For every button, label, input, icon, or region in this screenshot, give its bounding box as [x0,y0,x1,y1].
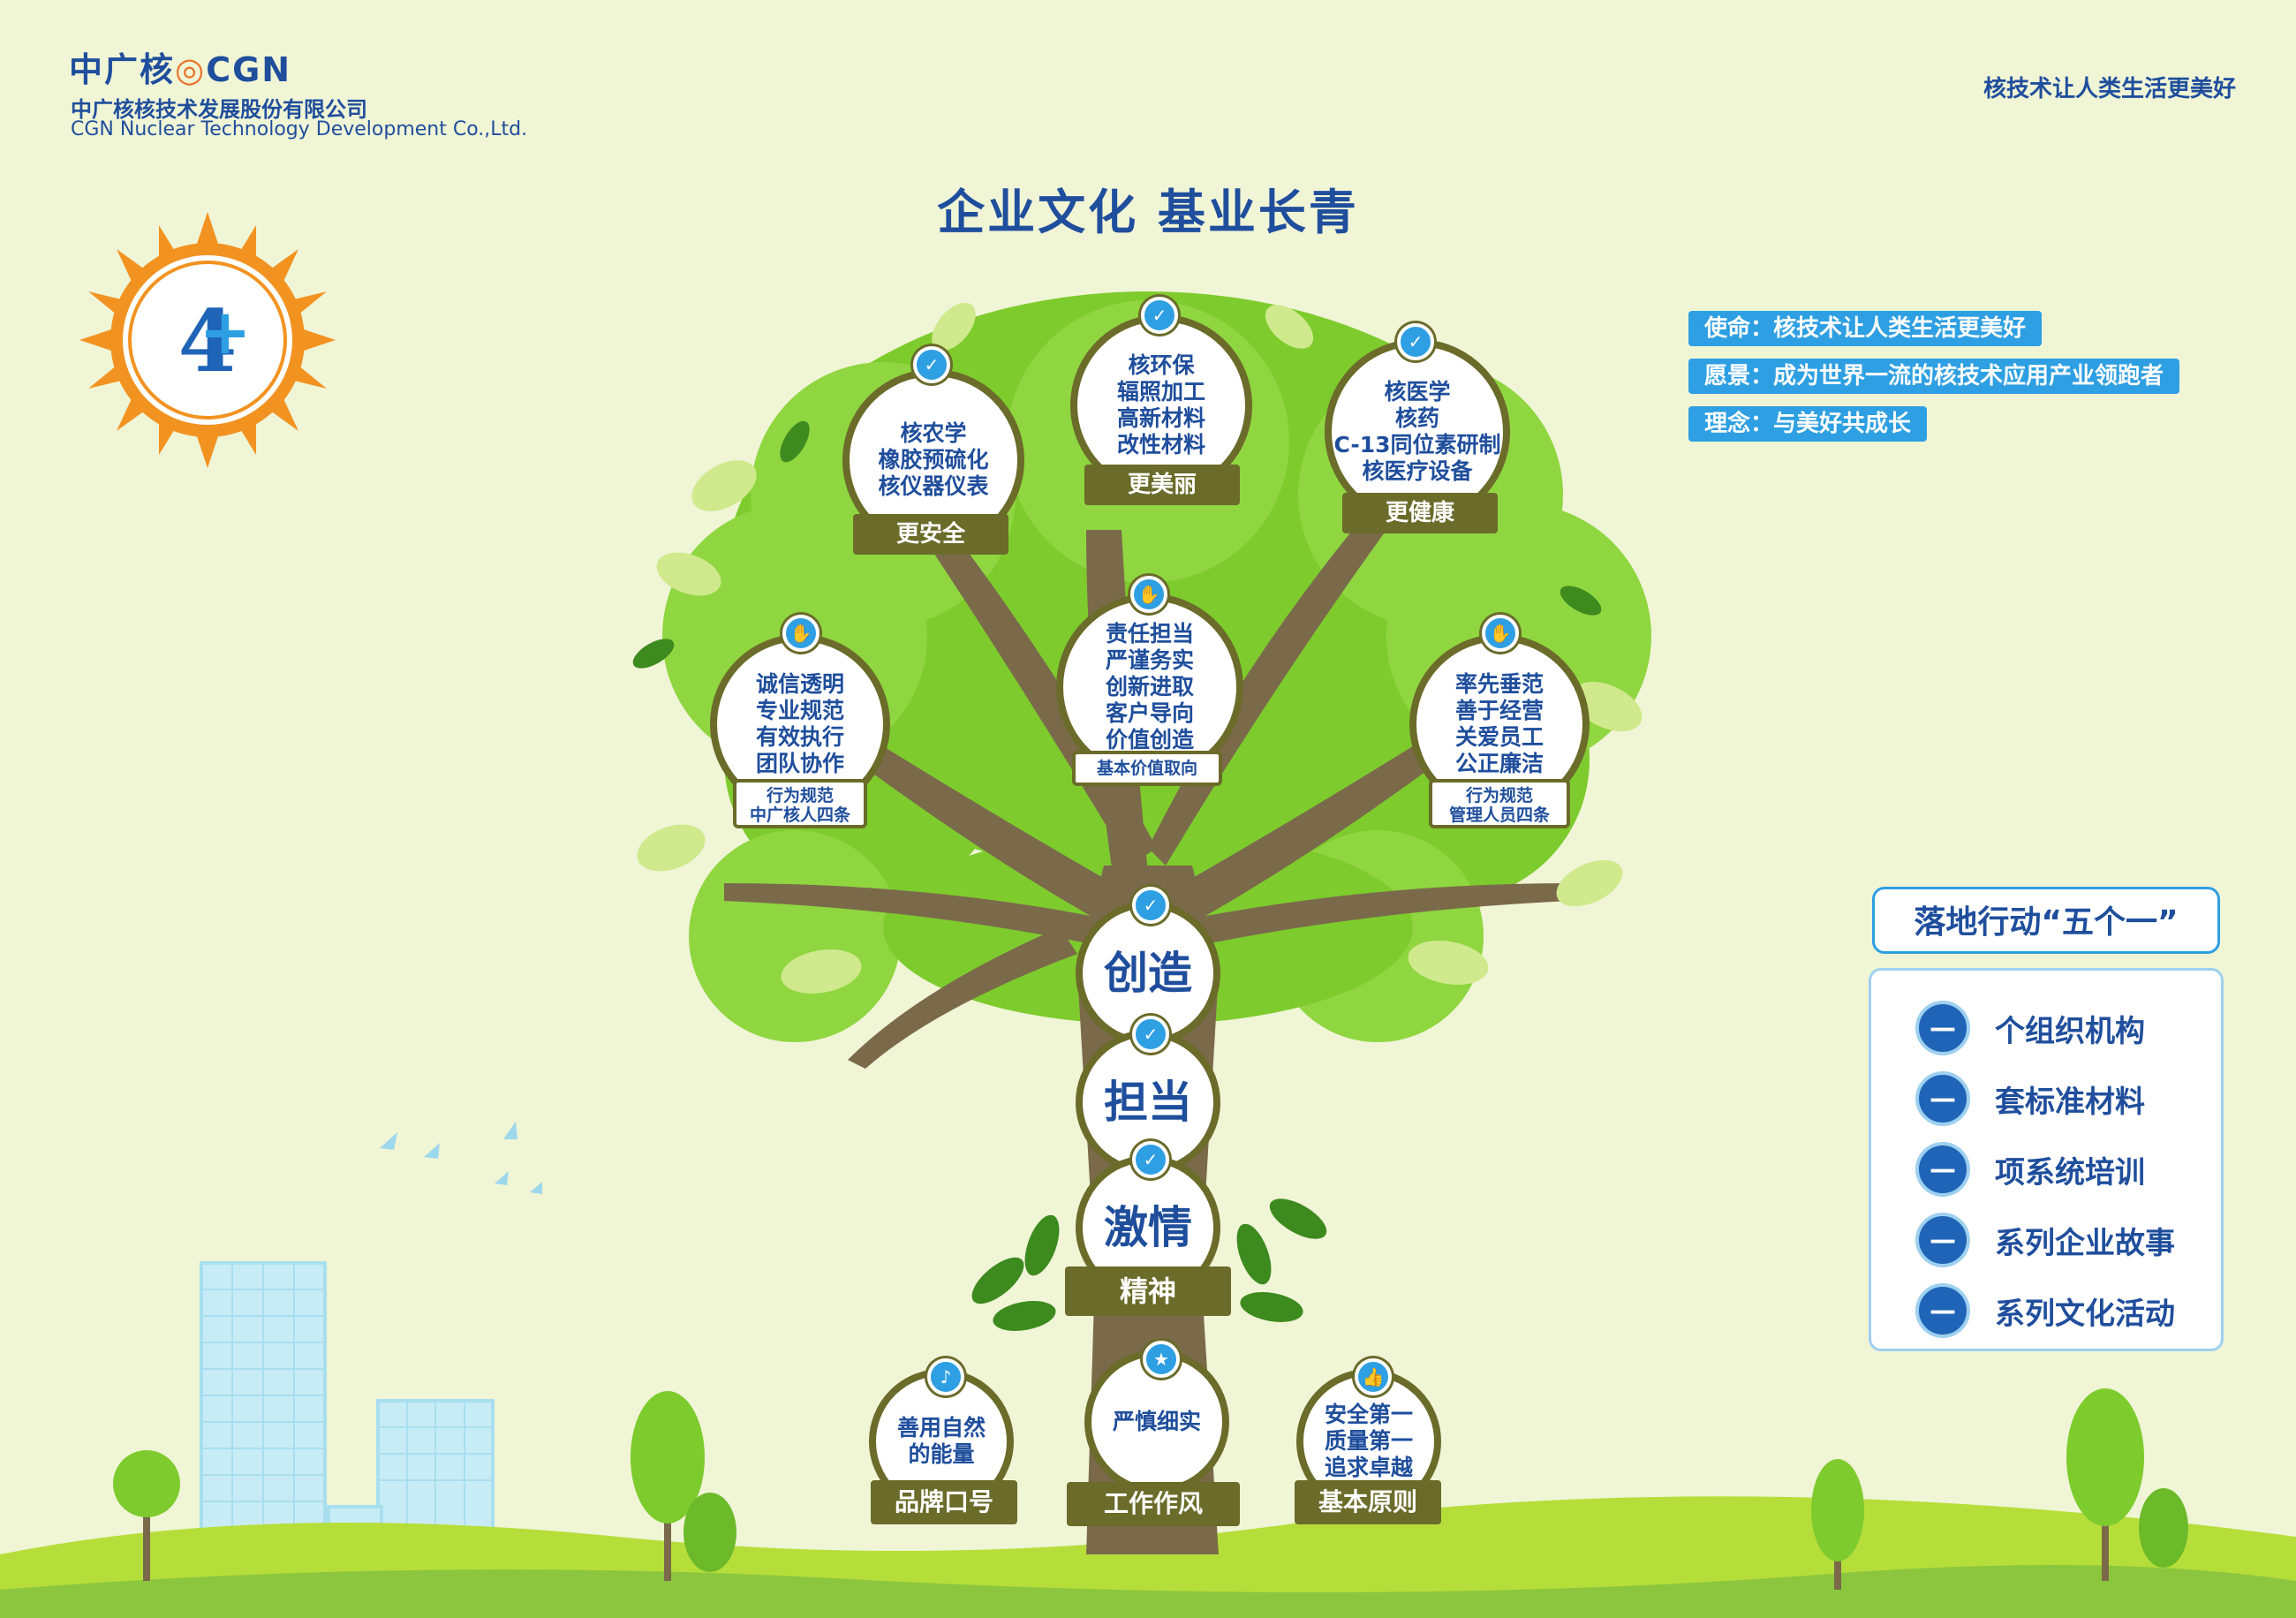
ribbon-safety: 更安全 [853,514,1008,555]
middle-bubble-core-values: 责任担当 严谨务实 创新进取 客户导向 价值创造 [1056,594,1243,781]
check-icon: ✓ [1132,1141,1169,1178]
philosophy-tag: 理念：与美好共成长 [1688,406,1928,442]
check-icon: ✓ [1132,1016,1169,1053]
leaf-icon [632,420,1602,1331]
svg-text:4: 4 [178,291,238,391]
ribbon-manager-code: 行为规范管理人员四条 [1429,779,1570,828]
one-icon: — [1915,1142,1970,1197]
company-name-cn: 中广核核技术发展股份有限公司 [71,97,367,122]
thumbs-up-icon: 👍 [1355,1358,1392,1395]
svg-text:+: + [200,296,252,368]
handshake-icon: ✋ [1482,615,1519,652]
sun-icon: 4 + [79,212,336,468]
action-item: —个组织机构 [1915,997,2145,1059]
check-icon: ✓ [1141,297,1178,334]
bird-icon [380,1122,542,1194]
ribbon-health: 更健康 [1342,493,1498,533]
bottom-bubble-style: 严慎细实 [1084,1350,1229,1494]
check-icon: ✓ [913,346,950,383]
leaf-icon [637,302,1643,994]
one-icon: — [1915,1283,1970,1338]
small-tree-icon [113,1388,2188,1590]
ribbon-style: 工作作风 [1067,1482,1240,1526]
one-icon: — [1915,1213,1970,1267]
ribbon-spirit: 精神 [1065,1266,1231,1316]
company-logo: 中广核◎CGN [69,50,292,89]
top-slogan: 核技术让人类生活更美好 [1983,76,2236,102]
ribbon-employee-code: 行为规范中广核人四条 [733,779,867,828]
check-icon: ✓ [1397,323,1434,360]
action-item: —项系统培训 [1915,1138,2145,1200]
one-icon: — [1915,1071,1970,1126]
spirit-bubble-responsibility: 担当 [1076,1030,1220,1175]
vision-tag: 愿景：成为世界一流的核技术应用产业领跑者 [1688,359,2180,394]
action-item: —套标准材料 [1915,1068,2145,1130]
ribbon-core-values: 基本价值取向 [1072,751,1222,786]
ribbon-principle: 基本原则 [1295,1480,1441,1524]
company-name-en: CGN Nuclear Technology Development Co.,L… [71,118,528,140]
ribbon-brand: 品牌口号 [871,1480,1017,1524]
action-item: —系列文化活动 [1915,1280,2175,1342]
star-icon: ★ [1143,1341,1180,1378]
page-title: 企业文化 基业长青 [937,185,1359,240]
handshake-icon: ✋ [782,615,819,652]
hill-front [0,1565,2296,1618]
ribbon-beauty: 更美丽 [1084,465,1240,505]
one-icon: — [1915,1001,1970,1055]
speaker-icon: ♪ [927,1358,964,1395]
action-item: —系列企业故事 [1915,1209,2175,1271]
check-icon: ✓ [1132,887,1169,924]
mission-tag: 使命：核技术让人类生活更美好 [1688,311,2043,346]
actions-panel: —个组织机构 —套标准材料 —项系统培训 —系列企业故事 —系列文化活动 [1869,968,2224,1351]
actions-title: 落地行动“五个一” [1872,887,2220,954]
handshake-icon: ✋ [1130,576,1167,613]
